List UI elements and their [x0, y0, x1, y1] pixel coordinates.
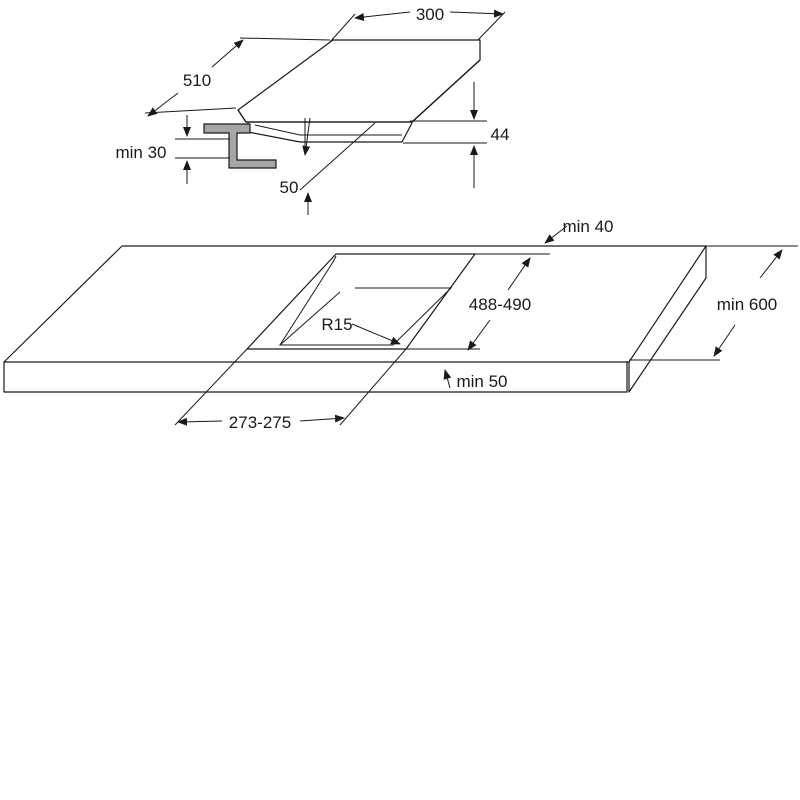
label-clearance: min 30 [115, 143, 166, 162]
mounting-bracket [203, 123, 277, 169]
label-cutout-width: 273-275 [229, 413, 291, 432]
dim-cutout-depth: 488-490 [406, 257, 531, 351]
label-worktop-depth: min 600 [717, 295, 777, 314]
label-edge-back: min 40 [562, 217, 613, 236]
dim-edge-back: min 40 [475, 217, 614, 255]
dim-offset: 50 [280, 117, 376, 215]
label-cutout-depth: 488-490 [469, 295, 531, 314]
dim-clearance: min 30 [115, 115, 230, 184]
label-hob-width: 300 [416, 5, 444, 24]
dim-hob-width: 300 [329, 5, 506, 43]
label-edge-front: min 50 [456, 372, 507, 391]
dim-edge-front: min 50 [443, 369, 508, 391]
worktop-drawing [3, 245, 707, 393]
hob-drawing [203, 39, 481, 169]
dim-hob-depth: 510 [144, 37, 331, 117]
dim-hob-height: 44 [403, 82, 509, 188]
dim-cutout-width: 273-275 [174, 348, 407, 432]
label-hob-depth: 510 [183, 71, 211, 90]
label-offset: 50 [280, 178, 299, 197]
dim-corner-radius: R15 [321, 315, 401, 345]
dim-worktop-depth: min 600 [629, 245, 798, 361]
label-hob-height: 44 [491, 125, 510, 144]
label-corner-radius: R15 [321, 315, 352, 334]
